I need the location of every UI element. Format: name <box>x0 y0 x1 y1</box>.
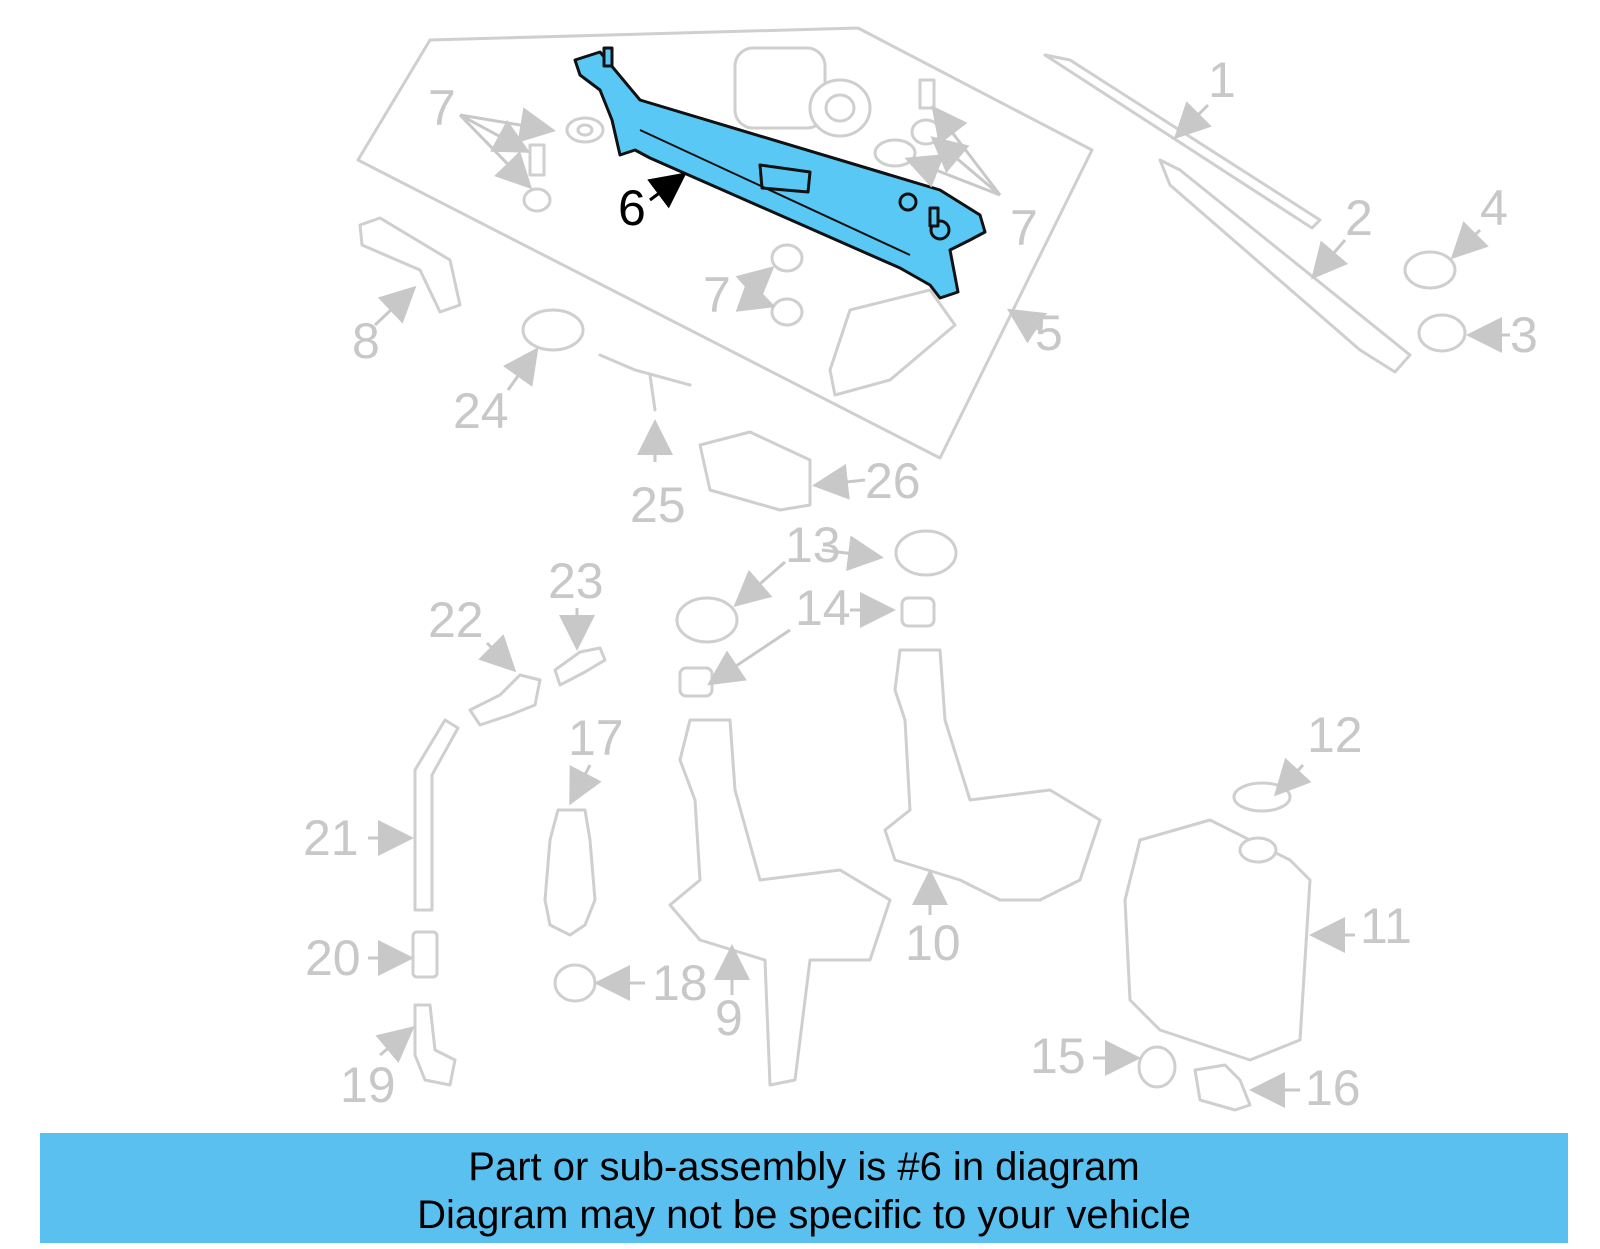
wiper-arm-part-2 <box>1158 158 1412 374</box>
label-8: 8 <box>352 313 380 369</box>
label-14: 14 <box>795 580 851 636</box>
clip-part-15 <box>1137 1045 1177 1089</box>
seal-part-12 <box>1232 781 1292 813</box>
cap-part-13a <box>894 529 958 577</box>
label-4: 4 <box>1480 180 1508 236</box>
grommet-part-18 <box>553 963 597 1003</box>
label-17: 17 <box>568 710 624 766</box>
elbow-part-19 <box>413 1003 457 1087</box>
label-25: 25 <box>630 477 686 533</box>
leader-lines <box>368 101 1510 1108</box>
connector-part-20 <box>411 930 439 979</box>
label-19: 19 <box>340 1057 396 1113</box>
label-7b: 7 <box>1010 200 1038 256</box>
pump-part-17 <box>543 808 597 937</box>
connector-part-22 <box>468 673 542 727</box>
filler-neck-part-14b <box>678 666 714 698</box>
label-21: 21 <box>303 810 359 866</box>
reservoir-part-10 <box>883 648 1102 902</box>
nozzle-part-26 <box>698 430 812 512</box>
label-6: 6 <box>618 180 646 236</box>
label-5: 5 <box>1035 305 1063 361</box>
cap-part-4 <box>1403 250 1457 290</box>
fitting-part-23 <box>553 646 607 687</box>
label-7a: 7 <box>428 80 456 136</box>
label-23: 23 <box>548 553 604 609</box>
label-16: 16 <box>1305 1060 1361 1116</box>
label-11: 11 <box>1360 898 1412 954</box>
label-12: 12 <box>1307 707 1363 763</box>
cap-part-13b <box>675 596 739 644</box>
label-24: 24 <box>453 383 509 439</box>
reservoir-part-11 <box>1123 818 1312 1062</box>
label-3: 3 <box>1510 307 1538 363</box>
banner-line-disclaimer: Diagram may not be specific to your vehi… <box>417 1193 1191 1237</box>
grommets-part-7 <box>522 78 942 327</box>
label-22: 22 <box>428 592 484 648</box>
part-labels: 1 2 3 4 5 6 7 7 7 8 9 10 11 12 13 14 15 … <box>303 52 1538 1116</box>
label-20: 20 <box>305 930 361 986</box>
grommet-part-24 <box>521 308 585 352</box>
banner-line-part: Part or sub-assembly is #6 in diagram <box>468 1145 1140 1189</box>
label-26: 26 <box>865 453 921 509</box>
wiper-blade-part-1 <box>1043 53 1322 230</box>
info-banner: Part or sub-assembly is #6 in diagram Di… <box>40 1133 1568 1243</box>
wiper-linkage-part-6 <box>573 46 987 300</box>
reservoir-part-9 <box>668 718 892 1087</box>
label-13: 13 <box>785 517 841 573</box>
bracket-part-8 <box>358 216 462 314</box>
wiper-motor <box>733 46 872 138</box>
hose-part-25 <box>598 353 692 412</box>
label-1: 1 <box>1208 52 1236 108</box>
reservoir-cap-neck <box>1238 836 1278 864</box>
label-18: 18 <box>652 955 708 1011</box>
label-2: 2 <box>1345 190 1373 246</box>
assembly-panel-outline <box>356 26 1094 460</box>
label-15: 15 <box>1030 1028 1086 1084</box>
label-9: 9 <box>715 990 743 1046</box>
filler-neck-part-14a <box>900 596 936 628</box>
plate-part-5 <box>828 288 957 397</box>
hose-part-21 <box>413 718 460 912</box>
nut-part-3 <box>1417 313 1467 353</box>
label-7c: 7 <box>703 267 731 323</box>
label-10: 10 <box>905 915 961 971</box>
clip-part-16 <box>1193 1063 1252 1112</box>
